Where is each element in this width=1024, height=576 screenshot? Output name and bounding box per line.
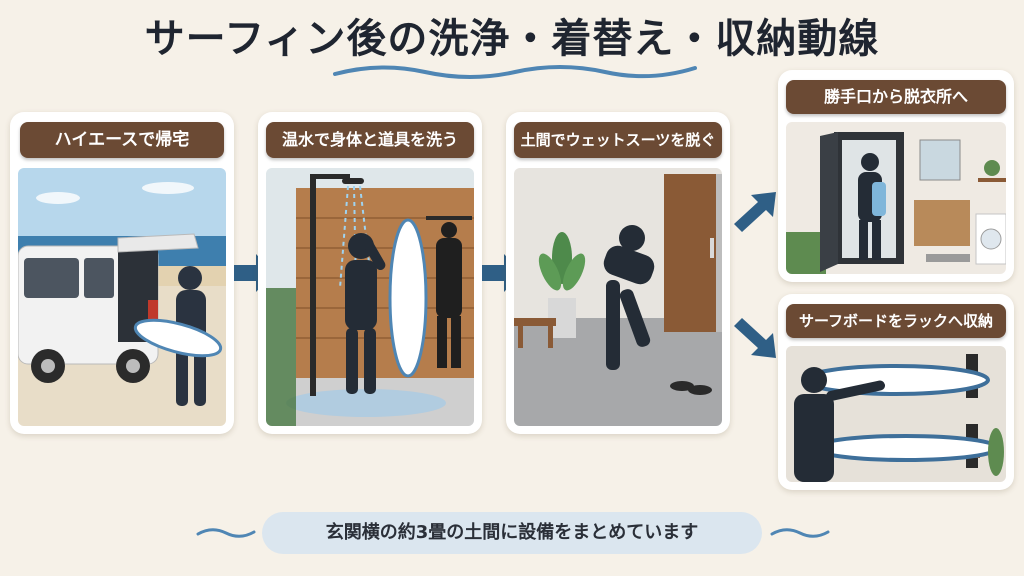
scene-outdoor-shower xyxy=(266,168,474,426)
wooden-bench xyxy=(514,318,556,326)
entry-door xyxy=(664,174,722,332)
arrow-down-right xyxy=(734,318,776,358)
hanging-wetsuit xyxy=(426,216,472,368)
surfboard-upper xyxy=(802,364,990,396)
person-with-towel-silhouette xyxy=(858,153,886,260)
sandal-left xyxy=(670,381,694,391)
footer-note: 玄関横の約3畳の土間に設備をまとめています xyxy=(262,512,762,554)
step-card-rack: サーフボードをラックへ収納 xyxy=(778,294,1014,490)
scene-back-door xyxy=(786,122,1006,274)
arrow-up-right xyxy=(734,192,776,232)
showering-person-silhouette xyxy=(345,233,386,394)
van-shape xyxy=(18,233,199,383)
changing-person-silhouette xyxy=(603,225,655,370)
step-card-back-door: 勝手口から脱衣所へ xyxy=(778,70,1014,282)
footer-wave-left xyxy=(196,528,256,538)
step-card-shower: 温水で身体と道具を洗う xyxy=(258,112,482,434)
scene-surfboard-rack xyxy=(786,346,1006,482)
surfboard-lower xyxy=(812,434,1000,462)
step-label-doma: 土間でウェットスーツを脱ぐ xyxy=(514,122,722,158)
surfboard-shape xyxy=(388,218,428,378)
step-card-hiace: ハイエースで帰宅 xyxy=(10,112,234,434)
step-label-shower: 温水で身体と道具を洗う xyxy=(266,122,474,158)
step-label-rack: サーフボードをラックへ収納 xyxy=(786,304,1006,338)
footer-wave-right xyxy=(770,528,830,538)
page-title: サーフィン後の洗浄・着替え・収納動線 xyxy=(144,16,880,62)
person-lifting-board-silhouette xyxy=(794,367,886,482)
title-wave-decoration xyxy=(333,65,697,79)
sandal-right xyxy=(688,385,712,395)
surfer-silhouette xyxy=(133,266,223,406)
step-card-doma: 土間でウェットスーツを脱ぐ xyxy=(506,112,730,434)
shelf-plant-icon xyxy=(984,160,1000,176)
floor-mat xyxy=(926,254,970,262)
scene-hiace-return xyxy=(18,168,226,426)
mirror-shape xyxy=(919,139,961,181)
vanity-cabinet xyxy=(914,200,970,246)
scene-doma-changing xyxy=(514,168,722,426)
step-label-back-door: 勝手口から脱衣所へ xyxy=(786,80,1006,114)
step-label-hiace: ハイエースで帰宅 xyxy=(20,122,224,158)
